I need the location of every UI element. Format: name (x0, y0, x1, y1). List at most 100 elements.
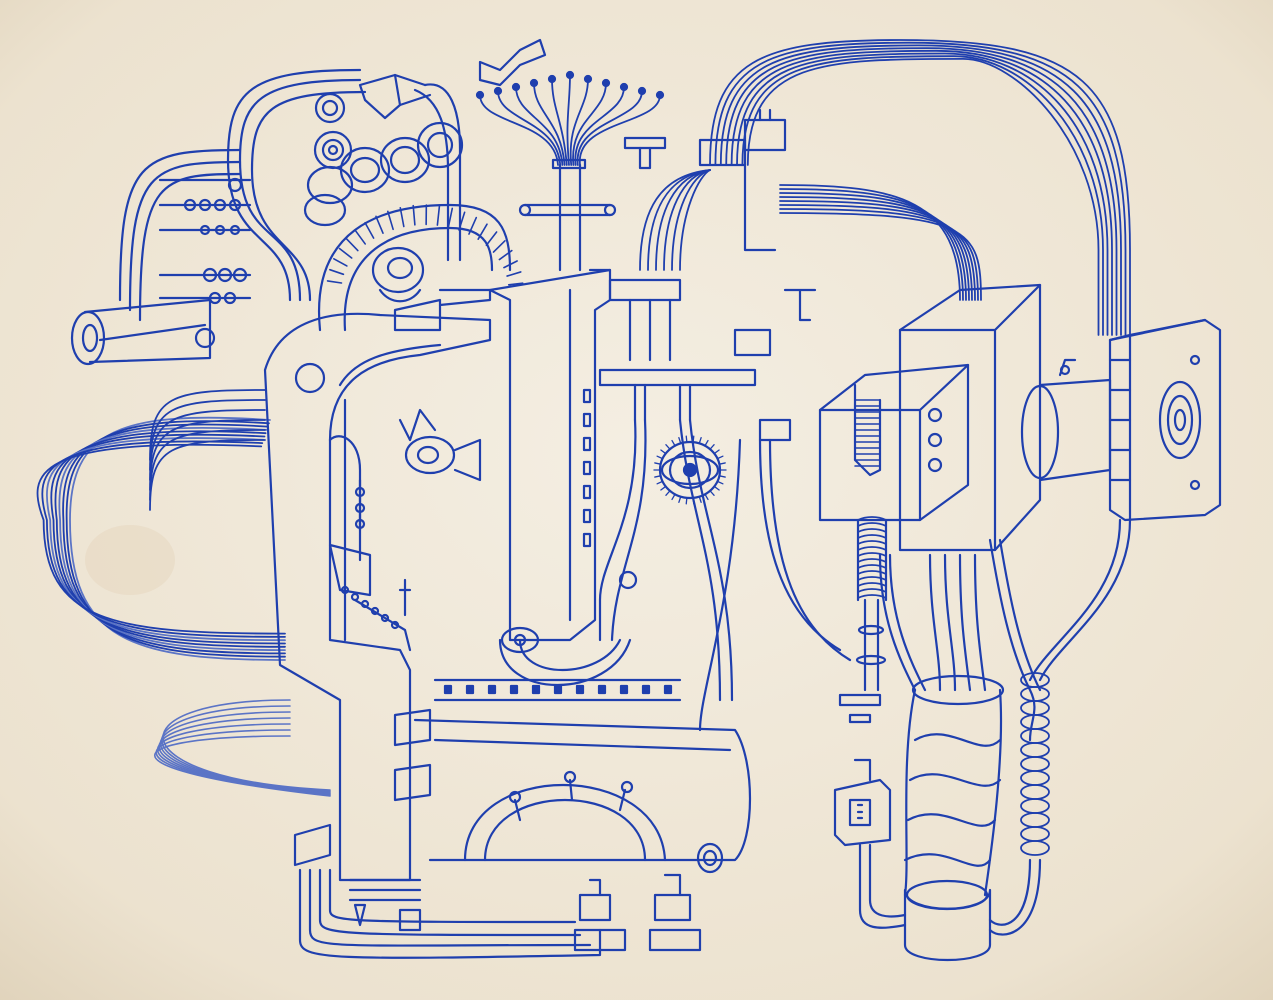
fan-wire (497, 90, 562, 166)
arch-hatch-line (387, 210, 394, 231)
eye-tick (698, 437, 702, 445)
middle-connector-block (598, 108, 817, 442)
fan-node (493, 86, 503, 96)
fan-nozzle (478, 38, 547, 87)
fan-node (565, 70, 575, 80)
spring-turn (857, 558, 887, 563)
center-feed-wire (663, 169, 711, 271)
spiral-coils (303, 73, 464, 262)
arch-hatch-line (468, 216, 478, 235)
fan-wire (579, 94, 661, 166)
small-junction-box (833, 693, 892, 847)
right-speaker-box (1108, 318, 1222, 522)
eye-tick (665, 490, 671, 496)
eye-tick (718, 475, 726, 478)
fan-node (655, 90, 665, 100)
top-right-loop (746, 58, 1100, 336)
left-cable-loop (36, 443, 286, 635)
fan-node (547, 74, 557, 84)
spring-guide (856, 518, 888, 602)
eye-tick (685, 435, 688, 443)
left-cable-loop (45, 437, 286, 642)
top-right-loop (714, 41, 1127, 336)
eye-tick (654, 475, 662, 478)
bar-dot (575, 684, 585, 695)
fan-node (601, 78, 611, 88)
box-feed-wire (779, 204, 976, 301)
column-slot (582, 508, 592, 524)
spring-turn (857, 516, 887, 521)
spring-column (855, 516, 888, 692)
left-upper-loop (149, 439, 266, 511)
eye-tick (660, 485, 667, 491)
eye-tick (671, 439, 676, 447)
frame-hole (370, 606, 380, 616)
arch-hatch-line (506, 271, 522, 277)
spring-turn (857, 534, 887, 539)
eye-tick (660, 449, 667, 455)
top-right-loop (736, 52, 1109, 336)
column-slot (582, 388, 592, 404)
fan-wire (576, 90, 643, 166)
eye-tick (713, 449, 720, 455)
arch-hatch-line (503, 260, 518, 269)
top-cross-connector (518, 163, 617, 272)
top-right-cables (639, 39, 1131, 336)
eye-tick (716, 480, 724, 485)
eye-tick (685, 497, 688, 505)
arch-hatch-line (354, 229, 367, 245)
bar-dot (553, 684, 563, 695)
arch-hatch-line (333, 258, 348, 267)
eye-tick (654, 462, 662, 465)
arch-hatch-line (412, 204, 416, 226)
right-lower-wires (858, 518, 1132, 936)
fan-wire (572, 82, 607, 166)
frame-hole (360, 599, 370, 609)
bottom-plugs (573, 873, 702, 952)
center-right-box (818, 363, 970, 522)
arch-hatch-line (329, 268, 345, 276)
spring-turn (857, 570, 887, 575)
spring-turn (857, 522, 887, 527)
fan-node (529, 78, 539, 88)
spring-turn (857, 576, 887, 581)
top-left-wires (118, 68, 367, 322)
left-side-blocks (328, 478, 432, 802)
eye-tick (704, 493, 709, 501)
eye-tick (698, 495, 702, 503)
fan-wire (479, 94, 559, 166)
column-slot (582, 460, 592, 476)
arch-hatch-line (326, 280, 343, 284)
bar-dot (465, 684, 475, 695)
arch-hatch-line (458, 211, 466, 231)
arch-hatch-line (477, 223, 488, 241)
eye-tick (713, 485, 720, 491)
frame-hole (390, 620, 400, 630)
bar-dot (597, 684, 607, 695)
arch-hatch-line (485, 231, 498, 247)
left-pipe (70, 298, 216, 366)
fan-wire (566, 74, 571, 166)
bar-dot (531, 684, 541, 695)
arch-hatch-line (492, 240, 506, 253)
eye-tick (709, 490, 715, 496)
box-feed-wire (779, 212, 982, 301)
box-feed-wire (779, 208, 979, 301)
left-upper-loop (149, 389, 266, 461)
left-eye-speaker (398, 408, 482, 482)
spring-turn (857, 546, 887, 551)
bottom-cylinder (413, 718, 752, 874)
bar-dot (619, 684, 629, 695)
top-right-loop (719, 44, 1122, 336)
top-right-loop (709, 39, 1131, 336)
left-upper-loop (149, 409, 266, 481)
arch-hatch-line (399, 206, 405, 228)
center-feed-wire (679, 169, 711, 271)
frame-hole (350, 592, 360, 602)
fan-wire (551, 78, 568, 166)
left-cable-loop (58, 427, 286, 651)
arch-hatch-line (338, 247, 353, 259)
